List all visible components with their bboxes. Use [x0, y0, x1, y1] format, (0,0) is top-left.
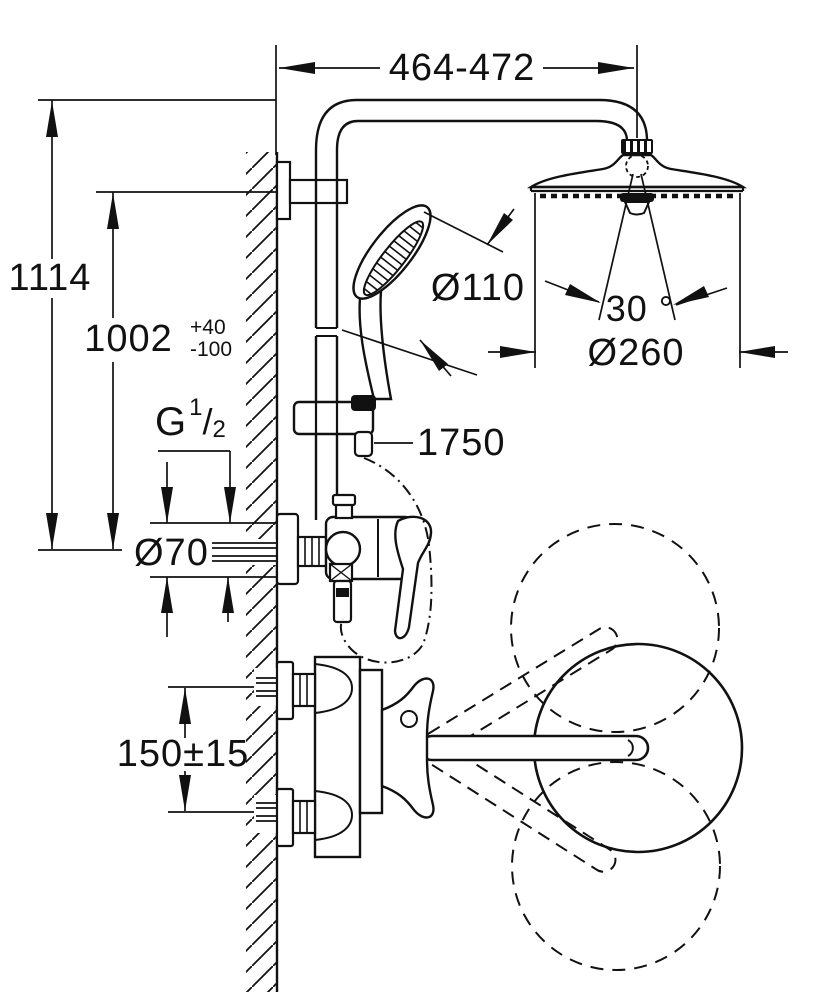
rail-wall-bracket: [275, 160, 349, 221]
hand-shower: [341, 204, 515, 401]
dimension-tolerance-label: +40 -100: [190, 317, 232, 361]
spout-swivel-range: [380, 523, 744, 971]
dimension-spout-distance-label: 150±15: [116, 733, 250, 775]
thread-size-label: G 1 / 2: [155, 396, 226, 444]
bath-mixer: [275, 655, 384, 859]
shower-rail-and-arm: [314, 98, 649, 520]
shower-hose: [339, 457, 433, 664]
thread-slash: /: [202, 401, 213, 442]
dimension-total-height-label: 1114: [8, 257, 92, 299]
hose-connector: [353, 430, 374, 458]
thread-numerator: 1: [189, 394, 203, 421]
mixer-lever: [393, 515, 433, 640]
dimension-width-range-label: 464-472: [388, 47, 536, 89]
dimension-spray-angle-label: 30 °: [605, 288, 675, 329]
dimension-head-diameter-label: Ø260: [587, 332, 685, 374]
head-shower: [526, 139, 748, 321]
ball-joint: [625, 154, 649, 178]
tolerance-plus: +40: [190, 316, 226, 339]
hand-shower-dim-lines: [341, 208, 515, 377]
thread-denominator: 2: [212, 416, 226, 443]
spray-angle-lines: [598, 173, 676, 321]
supply-pipe-stubs: [210, 539, 277, 833]
wall-hatching: [246, 152, 279, 992]
thread-g: G: [155, 400, 187, 444]
dimension-escutcheon-diameter-label: Ø70: [134, 532, 209, 574]
dimension-shower-height-label: 1002: [84, 318, 173, 360]
bath-spout: [418, 734, 650, 762]
glide-bracket: [292, 395, 376, 458]
dimension-hose-length-label: 1750: [417, 422, 506, 464]
shower-mixer: [275, 457, 433, 664]
dimension-hand-shower-diameter-label: Ø110: [430, 267, 526, 309]
tolerance-minus: -100: [190, 338, 233, 361]
spout-escutcheon: [380, 677, 435, 819]
